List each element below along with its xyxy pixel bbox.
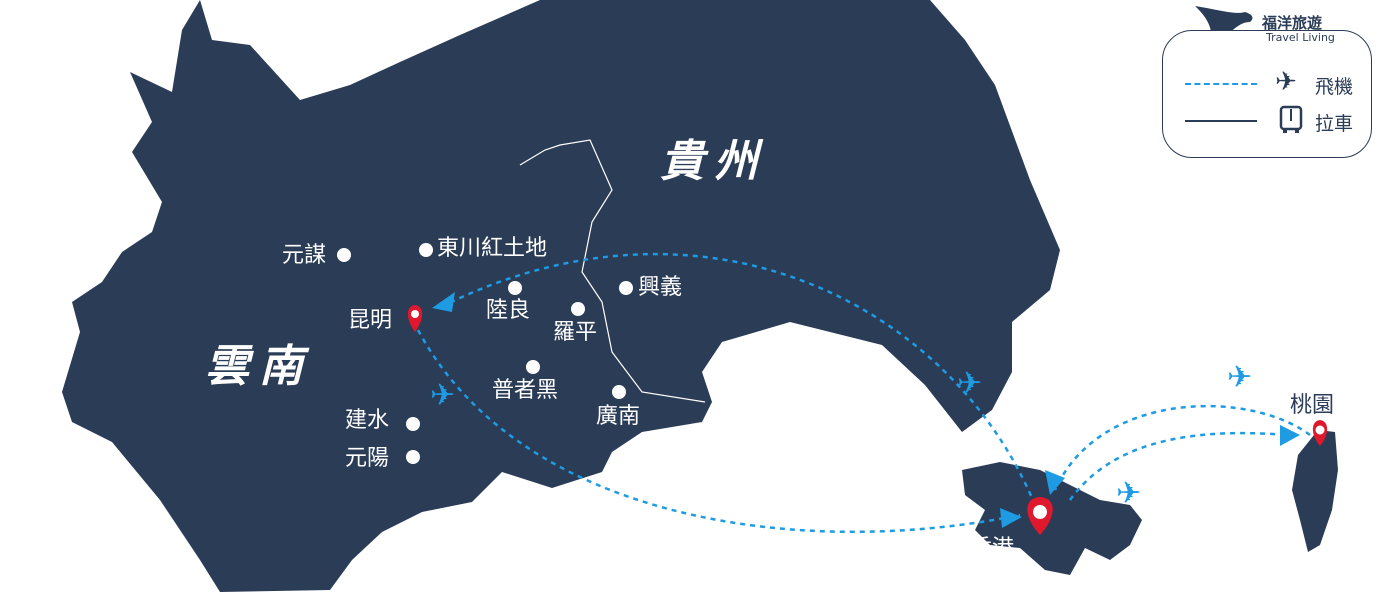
city-taoyuan: 桃園 (1290, 393, 1335, 418)
airplane-icon: ✈ (1116, 476, 1141, 511)
airplane-icon: ✈ (957, 366, 982, 401)
route-hk-kunming (444, 252, 1037, 506)
airplane-icon: ✈ (1275, 67, 1297, 97)
city-kunming: 昆明 (348, 308, 393, 333)
bus-icon (1279, 105, 1303, 133)
taoyuan-pin-icon (1312, 420, 1328, 446)
plane-markers: ✈ ✈ ✈ ✈ (430, 360, 1252, 511)
flight-line-sample (1185, 83, 1257, 85)
city-dot (571, 302, 585, 316)
route-arrowheads (432, 292, 1300, 528)
taiwan-landmass (1292, 430, 1338, 552)
route-hk-taoyuan (1068, 431, 1289, 501)
bus-line-sample (1185, 120, 1257, 122)
city-xingyi: 興義 (638, 275, 683, 300)
city-dot (508, 281, 522, 295)
hongkong-pin-icon (1027, 497, 1053, 535)
city-luoping: 羅平 (553, 320, 598, 345)
city-dongchuan: 東川紅土地 (437, 236, 548, 261)
city-jianshui: 建水 (345, 408, 390, 433)
city-yuanmou: 元謀 (282, 243, 327, 268)
city-dot (419, 243, 433, 257)
city-dot (406, 417, 420, 431)
arrowhead-icon (1045, 470, 1065, 495)
flight-routes (416, 252, 1311, 533)
yunnan-guizhou-landmass (62, 0, 1060, 592)
airplane-icon: ✈ (1227, 360, 1252, 395)
city-dot (619, 281, 633, 295)
legend-flight-label: 飛機 (1315, 76, 1354, 98)
city-dot (337, 248, 351, 262)
city-guangnan: 廣南 (596, 404, 641, 429)
brand-name-en: Travel Living (1262, 31, 1339, 44)
region-yunnan: 雲南 (205, 341, 313, 392)
city-dot (612, 385, 626, 399)
airplane-icon: ✈ (430, 378, 455, 413)
city-luliang: 陸良 (486, 298, 531, 323)
region-guizhou: 貴州 (660, 136, 768, 187)
city-hongkong: 香港 (970, 536, 1015, 561)
arrowhead-icon (432, 292, 455, 312)
kunming-pin-icon (407, 305, 423, 332)
city-puzhehei: 普者黑 (492, 378, 559, 403)
hong-kong-landmass (962, 462, 1142, 575)
city-dots (337, 243, 633, 464)
arrowhead-icon (1000, 508, 1022, 528)
brand-name-cn: 福洋旅遊 (1262, 14, 1323, 32)
route-taoyuan-hk (1053, 404, 1311, 491)
city-dot (526, 360, 540, 374)
arrowhead-icon (1280, 425, 1300, 446)
city-yuanyang: 元陽 (345, 446, 390, 471)
province-border (519, 139, 706, 403)
route-kunming-hk (416, 329, 1021, 533)
legend-bus-label: 拉車 (1315, 113, 1354, 135)
legend: ✈ 飛機 拉車 (1162, 30, 1372, 158)
city-dot (406, 450, 420, 464)
